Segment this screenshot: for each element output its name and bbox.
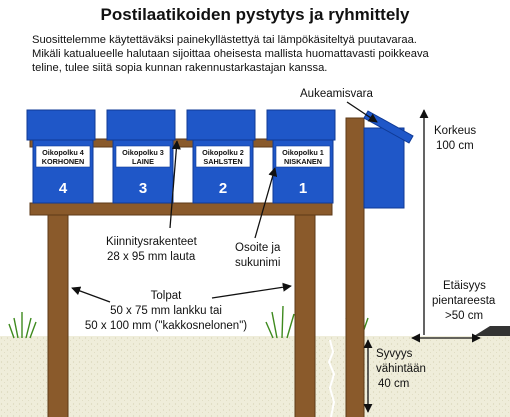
tolpat-arrow-left bbox=[71, 286, 111, 303]
mailbox-number: 1 bbox=[299, 180, 307, 197]
aukeamisvara-arrow bbox=[346, 101, 378, 123]
syvyys-label-2: vähintään bbox=[376, 363, 426, 375]
syvyys-label: Syvyys bbox=[376, 348, 413, 360]
single-post bbox=[345, 117, 365, 417]
etaisyys-value: >50 cm bbox=[445, 310, 483, 322]
tolpat-arrow-right bbox=[211, 282, 292, 299]
osoite-label-2: sukunimi bbox=[235, 257, 280, 269]
post-left bbox=[47, 211, 69, 417]
mailbox-name: NISKANEN bbox=[284, 157, 322, 166]
mailbox-number: 2 bbox=[219, 180, 227, 197]
mailbox-number: 4 bbox=[59, 180, 68, 197]
tolpat-spec-1: 50 x 75 mm lankku tai bbox=[110, 305, 222, 317]
syvyys-value: 40 cm bbox=[378, 378, 409, 390]
korkeus-value: 100 cm bbox=[436, 140, 474, 152]
page-title: Postilaatikoiden pystytys ja ryhmittely bbox=[100, 5, 410, 24]
kiinnitys-label: Kiinnitysrakenteet bbox=[106, 236, 198, 248]
mailbox-number: 3 bbox=[139, 180, 147, 197]
mailbox-name: SAHLSTEN bbox=[203, 157, 242, 166]
bottom-board bbox=[29, 202, 333, 216]
etaisyys-label: Etäisyys bbox=[443, 280, 486, 292]
mailbox-1: Oikopolku 1 NISKANEN 1 bbox=[266, 109, 336, 204]
intro-line-2: Mikäli katualueelle halutaan sijoittaa o… bbox=[32, 48, 429, 60]
kiinnitys-arrow bbox=[169, 140, 181, 229]
mailbox-street: Oikopolku 2 bbox=[202, 148, 244, 157]
mailbox-2: Oikopolku 2 SAHLSTEN 2 bbox=[186, 109, 256, 204]
side-view-mailbox bbox=[363, 110, 414, 209]
mailbox-street: Oikopolku 1 bbox=[282, 148, 324, 157]
grass-tuft bbox=[8, 312, 37, 339]
intro-line-1: Suosittelemme käytettäväksi painekylläst… bbox=[32, 34, 417, 46]
road-edge bbox=[474, 326, 510, 336]
post-right bbox=[294, 211, 316, 417]
tolpat-label: Tolpat bbox=[151, 290, 182, 302]
mailbox-name: KORHONEN bbox=[42, 157, 85, 166]
aukeamisvara-label: Aukeamisvara bbox=[300, 88, 373, 100]
mailbox-street: Oikopolku 4 bbox=[42, 148, 85, 157]
grass-tuft bbox=[265, 305, 295, 339]
ground-crack bbox=[327, 339, 336, 417]
etaisyys-label-2: pientareesta bbox=[432, 295, 496, 307]
korkeus-label: Korkeus bbox=[434, 125, 476, 137]
mailbox-name: LAINE bbox=[132, 157, 154, 166]
kiinnitys-spec: 28 x 95 mm lauta bbox=[107, 251, 196, 263]
osoite-label: Osoite ja bbox=[235, 242, 281, 254]
osoite-arrow bbox=[254, 167, 278, 239]
mailbox-4: Oikopolku 4 KORHONEN 4 bbox=[26, 109, 96, 204]
intro-line-3: teline, tulee siitä sopia kunnan rakennu… bbox=[32, 62, 328, 74]
ground bbox=[0, 336, 510, 417]
tolpat-spec-2: 50 x 100 mm ("kakkosnelonen") bbox=[85, 320, 247, 332]
mailbox-3: Oikopolku 3 LAINE 3 bbox=[106, 109, 176, 204]
mailbox-street: Oikopolku 3 bbox=[122, 148, 164, 157]
